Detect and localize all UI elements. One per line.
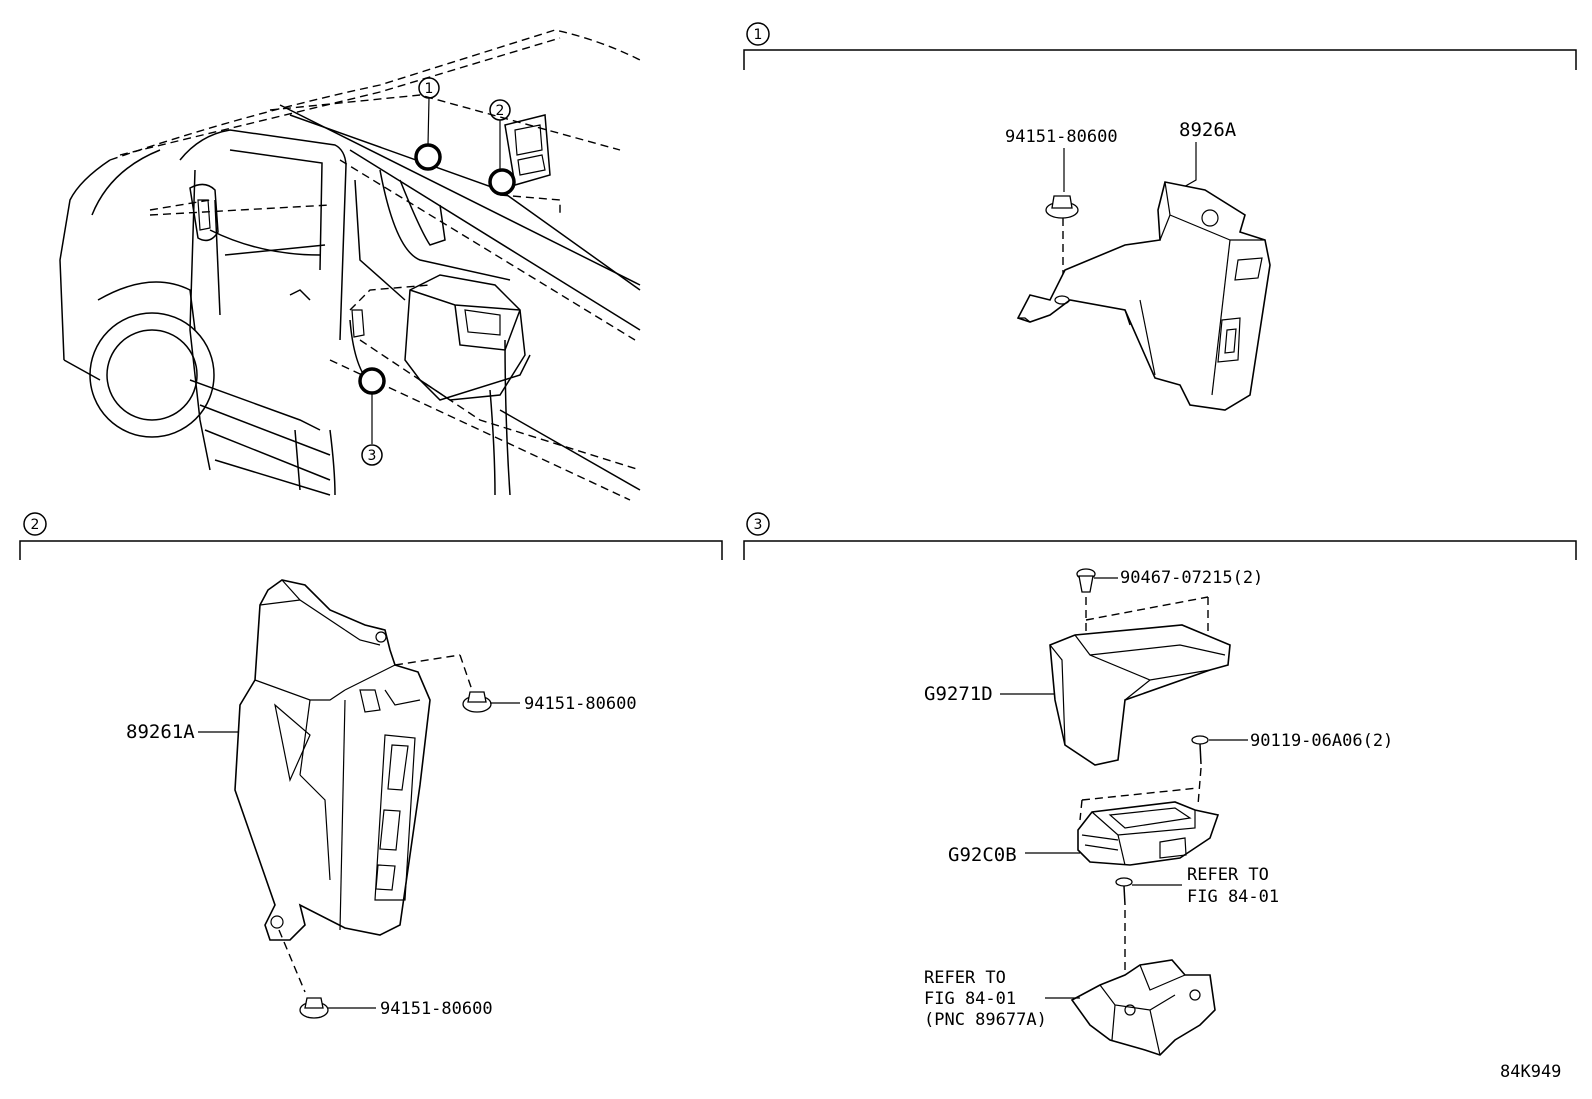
- nut-bottom-94151-80600: [299, 997, 329, 1019]
- fastener-top-94151-80600-label: 94151-80600: [524, 694, 637, 714]
- bolt-90119-06A06: [1191, 735, 1209, 765]
- callout-1-marker: 1: [414, 77, 442, 171]
- cover-G9271D: [1049, 624, 1231, 766]
- figure-id: 84K949: [1500, 1062, 1561, 1082]
- fastener-bottom-94151-80600-label: 94151-80600: [380, 999, 493, 1019]
- module-G92C0B: [1077, 801, 1220, 866]
- callout-3-marker: 3: [358, 367, 386, 466]
- bracket-ecu-8926A: [1016, 181, 1271, 411]
- bolt-lower: [1115, 877, 1133, 906]
- refer-lower-line2: FIG 84-01: [924, 989, 1016, 1009]
- callout-2-label: 2: [496, 103, 505, 119]
- refer-upper-line2: FIG 84-01: [1187, 887, 1279, 907]
- nut-top-94151-80600: [462, 691, 492, 713]
- base-bracket: [1070, 959, 1216, 1056]
- section-2-number: 2: [31, 517, 40, 533]
- fastener-94151-80600-label: 94151-80600: [1005, 127, 1118, 147]
- bracket-89261A-label: 89261A: [126, 721, 195, 743]
- cover-G9271D-label: G9271D: [924, 683, 993, 705]
- section-1-number: 1: [754, 27, 763, 43]
- clip-90467-07215: [1076, 568, 1096, 593]
- section-3: 3 90467-07215(2) G9271D 90119-06A06(2): [743, 512, 1577, 1056]
- callout-3-label: 3: [368, 448, 377, 464]
- section-3-number: 3: [754, 517, 763, 533]
- section-2: 2 89261A: [19, 512, 723, 1019]
- refer-lower-line3: (PNC 89677A): [924, 1010, 1047, 1030]
- callout-2-marker: 2: [488, 99, 516, 196]
- nut-94151-80600: [1045, 195, 1079, 219]
- callout-1-label: 1: [425, 81, 434, 97]
- refer-upper-line1: REFER TO: [1187, 865, 1269, 885]
- vehicle-overview: [59, 29, 641, 501]
- section-1: 1 94151-80600 8926A: [743, 22, 1577, 411]
- clip-90467-07215-label: 90467-07215(2): [1120, 568, 1263, 588]
- bolt-90119-06A06-label: 90119-06A06(2): [1250, 731, 1393, 751]
- module-G92C0B-label: G92C0B: [948, 844, 1017, 866]
- refer-lower-line1: REFER TO: [924, 968, 1006, 988]
- bracket-ecu-89261A: [234, 579, 431, 941]
- bracket-8926A-label: 8926A: [1179, 119, 1237, 141]
